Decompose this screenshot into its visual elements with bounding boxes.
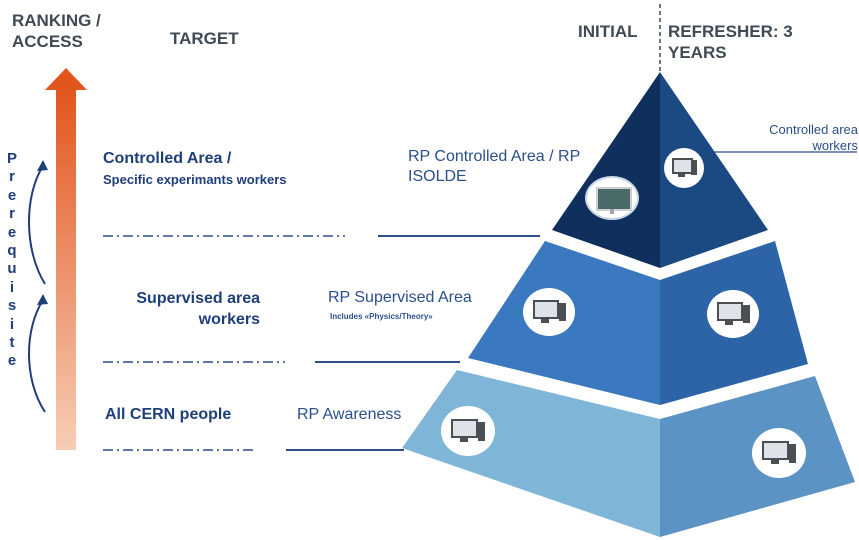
- target-header: TARGET: [170, 29, 239, 48]
- prerequisite-letter: e: [7, 352, 17, 370]
- computer-icon: [707, 290, 759, 338]
- connector-lines: [286, 151, 857, 451]
- course-awareness: RP Awareness: [297, 406, 402, 423]
- level-separators: [103, 235, 345, 451]
- computer-icon: [441, 406, 495, 456]
- prerequisite-letter: P: [6, 150, 17, 167]
- prerequisite-letter: q: [7, 242, 17, 260]
- prerequisite-letter: e: [7, 223, 17, 241]
- target-controlled-area: Controlled Area /: [103, 150, 232, 167]
- prerequisite-letter: r: [9, 168, 15, 186]
- refresher-note-controlled: Controlled area workers: [769, 122, 858, 153]
- computer-icon: [664, 148, 704, 188]
- prerequisite-arrows: [28, 160, 48, 413]
- computer-icon: [523, 288, 575, 336]
- target-supervised-area: Supervised area workers: [136, 290, 260, 328]
- target-all-cern: All CERN people: [105, 406, 232, 423]
- prerequisite-letter: i: [9, 315, 15, 333]
- prerequisite-letter: i: [9, 278, 15, 296]
- prerequisite-letter: t: [9, 334, 15, 352]
- initial-header: INITIAL: [578, 22, 638, 41]
- prerequisite-letter: e: [7, 186, 17, 204]
- prerequisite-letter: u: [7, 260, 17, 278]
- prerequisite-letter: s: [7, 297, 17, 315]
- classroom-board-icon: [585, 176, 639, 220]
- prerequisite-letter: r: [9, 205, 15, 223]
- pyramid-tier-controlled: [552, 72, 768, 268]
- course-supervised-note: Includes «Physics/Theory»: [330, 312, 433, 321]
- prerequisite-label: P r e r e q u i s i t e: [5, 150, 19, 371]
- refresher-header: REFRESHER: 3 YEARS: [668, 22, 793, 62]
- target-controlled-area-sub: Specific experimants workers: [103, 172, 287, 187]
- course-supervised-area: RP Supervised Area: [328, 289, 472, 306]
- course-controlled-area: RP Controlled Area / RP ISOLDE: [408, 148, 580, 185]
- ranking-arrow: [45, 68, 87, 450]
- ranking-access-header: RANKING / ACCESS: [12, 11, 101, 51]
- computer-icon: [752, 428, 806, 478]
